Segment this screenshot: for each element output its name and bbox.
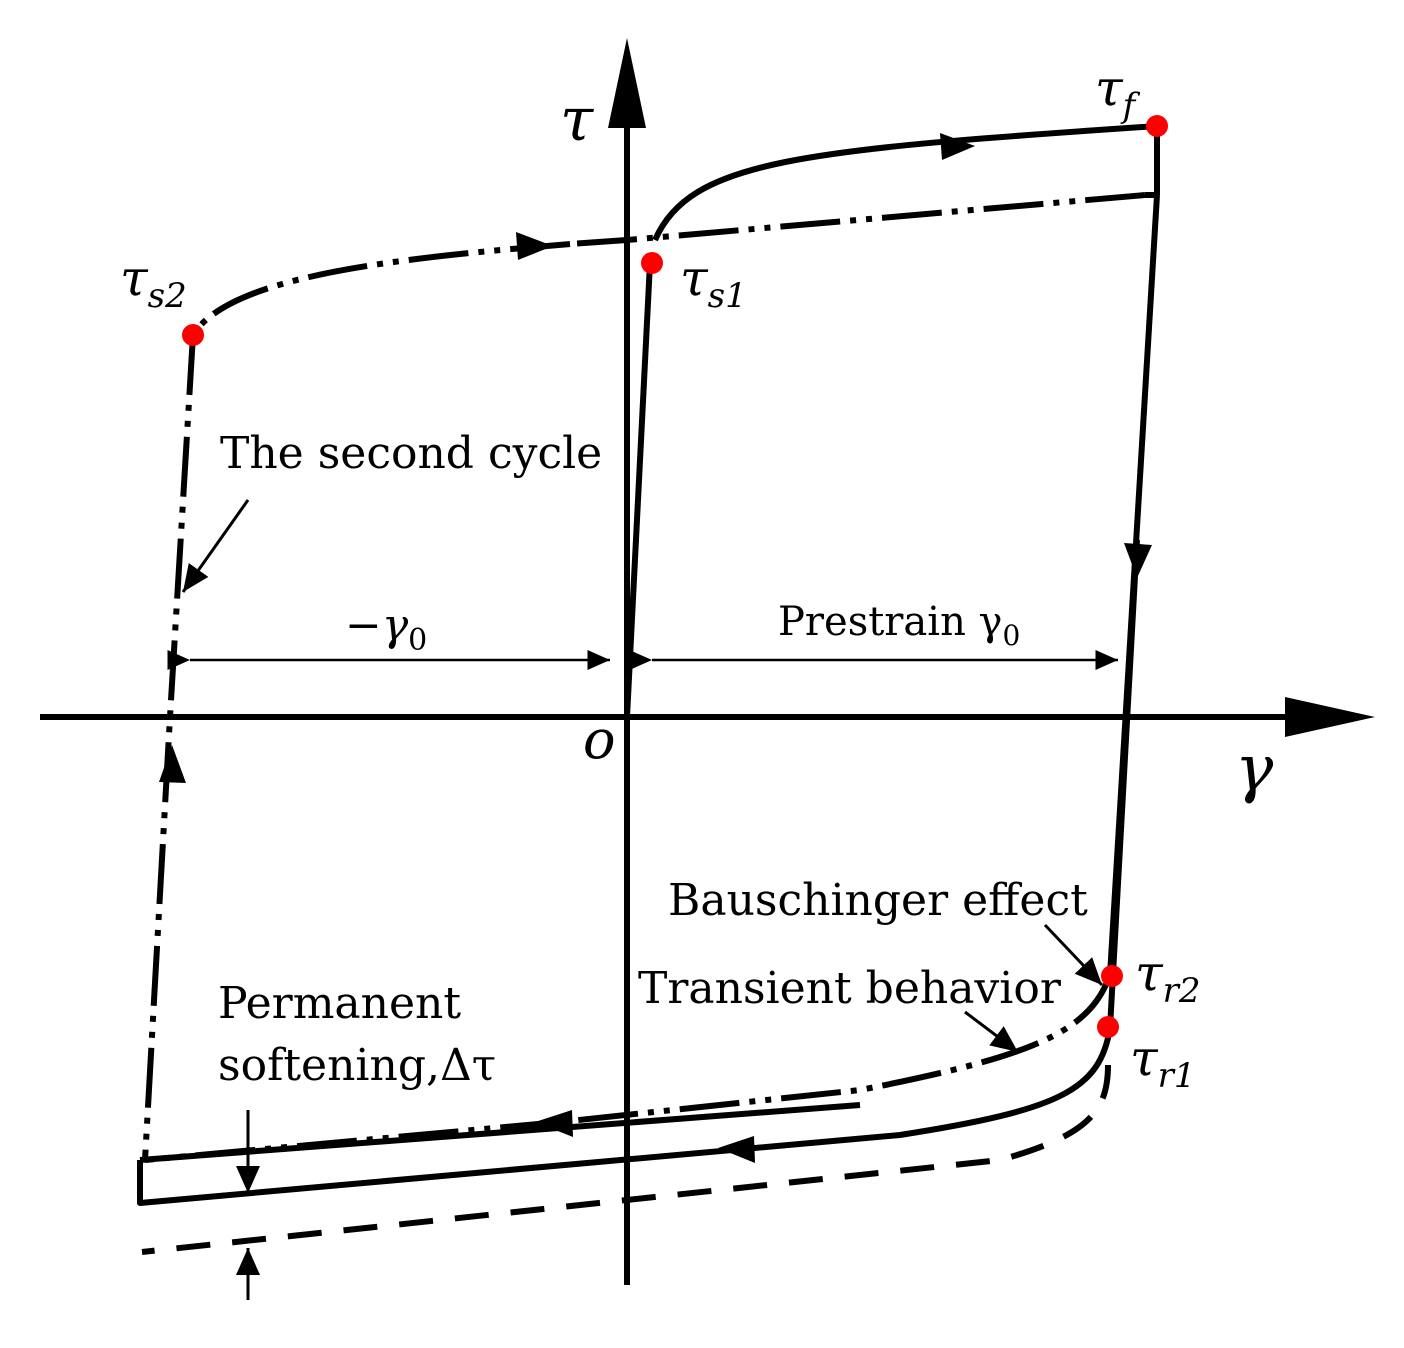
tau-r2-label: τr2: [1135, 944, 1201, 1011]
neg-prestrain-text: −γ0: [345, 600, 427, 658]
reverse-loading-curve: [137, 1027, 1113, 1206]
arrow-unloading: [1124, 543, 1152, 578]
tau-s2-marker: [182, 324, 204, 346]
elastic-loading-line: [624, 262, 653, 718]
second-cycle-upper-line: [569, 192, 1146, 247]
softening-text-line1: Permanent: [218, 978, 461, 1029]
reverse-hardening-line: [139, 1102, 861, 1163]
transient-text: Transient behavior: [638, 963, 1062, 1014]
y-axis-label: τ: [560, 85, 594, 155]
tau-s1-label: τs1: [680, 249, 747, 316]
second-cycle-unloading: [142, 334, 196, 1161]
tau-r1-marker: [1097, 1016, 1119, 1038]
origin-label: o: [583, 708, 616, 771]
tau-f-label: τf: [1095, 59, 1141, 126]
unloading-solid: [1107, 194, 1160, 976]
tau-r2-marker: [1101, 965, 1123, 987]
transient-leader: [964, 1010, 1019, 1054]
axes: [40, 38, 1375, 1285]
tau-r1-label: τr1: [1130, 1029, 1196, 1096]
arrow-reverse-solid: [718, 1136, 755, 1163]
y-axis-arrowhead: [608, 38, 646, 128]
second-cycle: [142, 192, 1146, 1163]
arrow-reloading: [159, 745, 186, 783]
tau-s2-label: τs2: [120, 249, 187, 316]
arrow-second-cycle-reverse: [535, 1110, 573, 1137]
second-cycle-reverse: [144, 1119, 561, 1163]
second-cycle-leader: [181, 499, 250, 593]
bauschinger-text: Bauschinger effect: [668, 875, 1088, 926]
softened-curve: [141, 1064, 1111, 1255]
x-axis-label: γ: [1235, 732, 1274, 806]
second-cycle-text: The second cycle: [220, 428, 602, 479]
tau-f-marker: [1146, 115, 1168, 137]
second-cycle-yield-curve: [190, 241, 571, 337]
markers: [182, 115, 1168, 1038]
x-axis-arrowhead: [1285, 697, 1375, 737]
tau-s1-marker: [641, 252, 663, 274]
bauschinger-leader: [1043, 923, 1104, 987]
arrow-second-cycle-upper: [516, 232, 553, 260]
hardening-curve: [652, 123, 1158, 242]
arrow-hardening: [940, 133, 975, 160]
prestrain-text: Prestrain γ0: [778, 599, 1020, 652]
second-cycle-transient: [559, 973, 1113, 1125]
leader-arrows: [181, 499, 1104, 1300]
direction-arrows: [159, 133, 1152, 1163]
softening-text-line2: softening,Δτ: [218, 1040, 496, 1091]
